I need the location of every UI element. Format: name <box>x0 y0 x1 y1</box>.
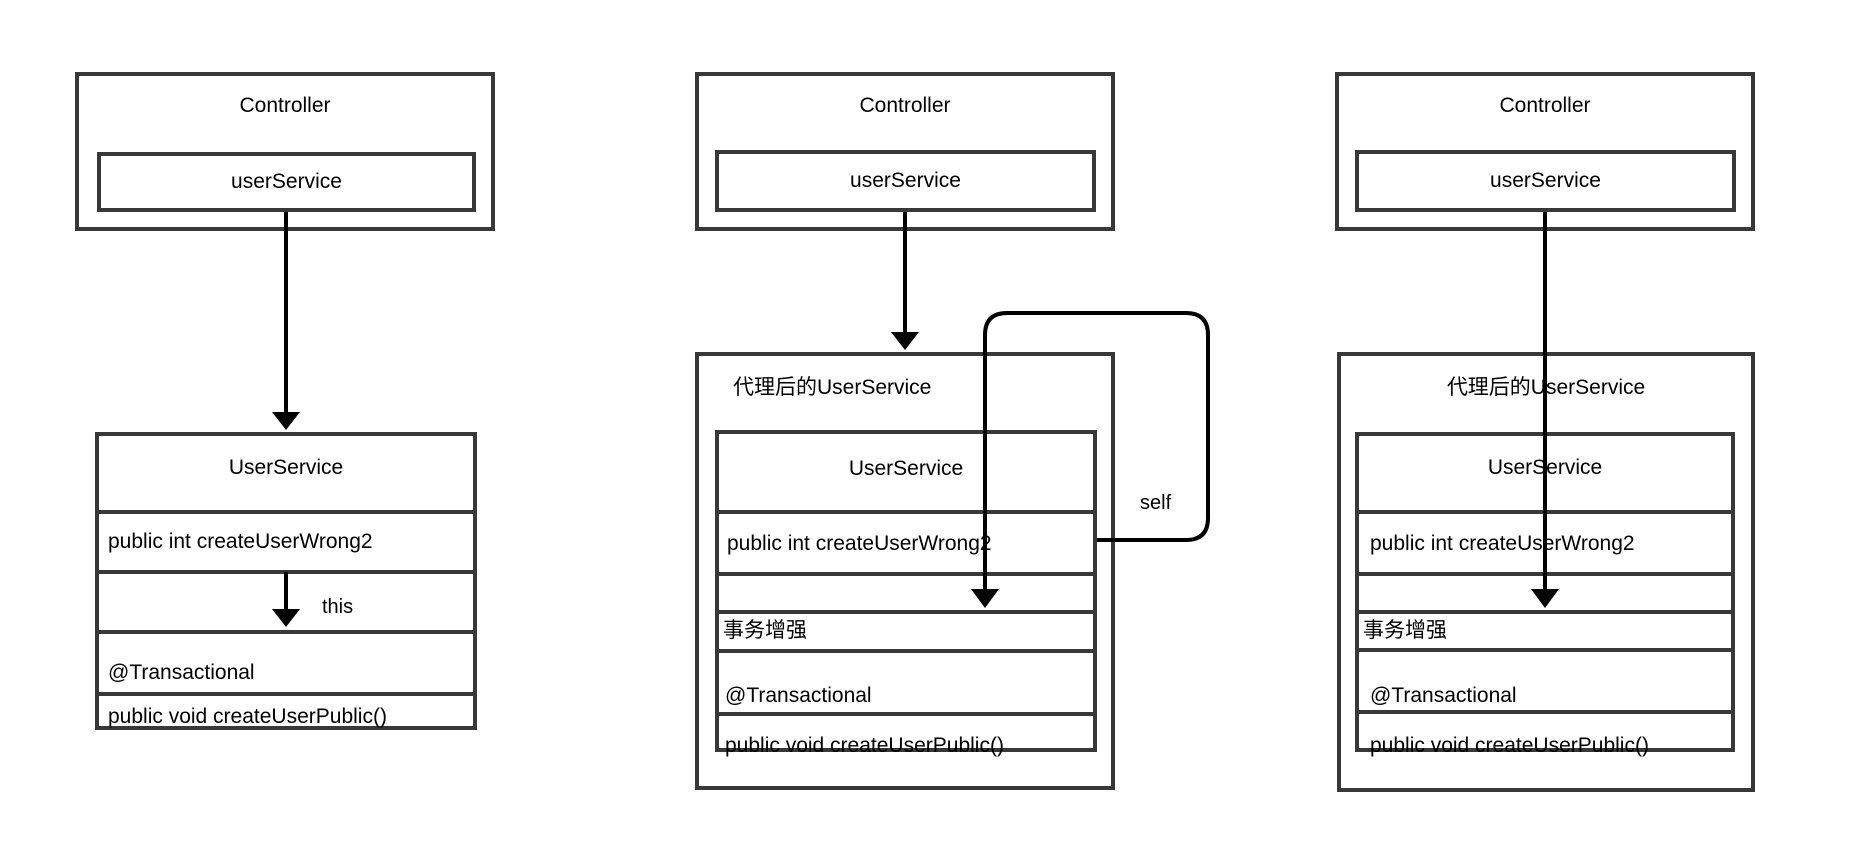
row-divider <box>718 510 1094 514</box>
row-divider <box>98 510 474 514</box>
arrowhead-down-icon <box>272 412 300 430</box>
method-callee-line: public void createUserPublic() <box>1370 734 1649 757</box>
userservice-field-label: userService <box>1490 169 1601 192</box>
class-title: UserService <box>1487 456 1603 479</box>
annotation-line: @Transactional <box>725 684 872 707</box>
annotation-line: @Transactional <box>108 661 255 684</box>
userservice-class-box <box>95 432 477 730</box>
transaction-enhancement: 事务增强 <box>723 619 807 642</box>
userservice-class-box <box>715 430 1097 752</box>
this-label: this <box>322 596 354 618</box>
method-callee-line: public void createUserPublic() <box>108 705 387 728</box>
row-divider <box>1358 648 1732 652</box>
row-divider <box>718 649 1094 653</box>
userservice-field: userService <box>97 152 476 212</box>
class-title: UserService <box>228 456 344 479</box>
row-divider <box>718 572 1094 576</box>
method-callee-line: public void createUserPublic() <box>725 734 1004 757</box>
userservice-field-label: userService <box>231 170 342 193</box>
method-caller: public int createUserWrong2 <box>727 532 992 555</box>
row-divider <box>1358 610 1732 614</box>
annotated-method: @Transactional public void createUserPub… <box>725 658 1004 783</box>
row-divider <box>98 570 474 574</box>
row-divider <box>718 712 1094 716</box>
annotated-method: @Transactional public void createUserPub… <box>1370 658 1649 783</box>
class-title: UserService <box>848 457 964 480</box>
userservice-field: userService <box>1355 150 1736 212</box>
self-label: self <box>1140 492 1172 514</box>
controller-title: Controller <box>1499 94 1591 117</box>
method-caller: public int createUserWrong2 <box>1370 532 1635 555</box>
proxy-title: 代理后的UserService <box>1446 376 1646 399</box>
method-caller: public int createUserWrong2 <box>108 530 373 553</box>
userservice-field-label: userService <box>850 169 961 192</box>
row-divider <box>718 610 1094 614</box>
row-divider <box>98 692 474 696</box>
controller-title: Controller <box>859 94 951 117</box>
arrowhead-down-icon <box>891 332 919 350</box>
annotated-method: @Transactional public void createUserPub… <box>108 640 387 750</box>
annotation-line: @Transactional <box>1370 684 1517 707</box>
controller-title: Controller <box>239 94 331 117</box>
transaction-enhancement: 事务增强 <box>1363 619 1447 642</box>
userservice-field: userService <box>715 150 1096 212</box>
proxy-title: 代理后的UserService <box>733 376 932 399</box>
row-divider <box>1358 572 1732 576</box>
row-divider <box>1358 510 1732 514</box>
row-divider <box>1358 710 1732 714</box>
row-divider <box>98 630 474 634</box>
